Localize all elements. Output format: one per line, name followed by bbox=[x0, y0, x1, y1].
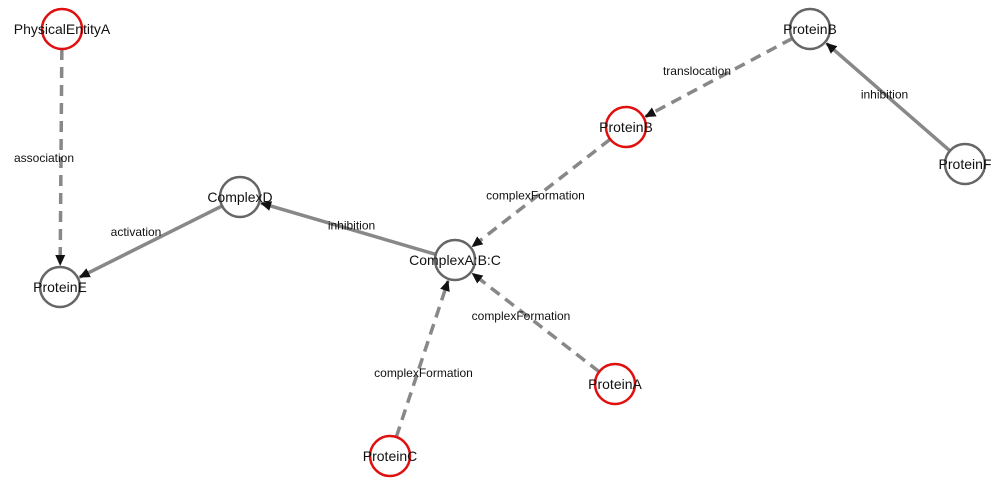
node-label: PhysicalEntityA bbox=[14, 21, 111, 37]
edge-proteinC-to-complexABC bbox=[394, 279, 450, 438]
edges-layer bbox=[55, 36, 952, 438]
node-physicalEntityA[interactable]: PhysicalEntityA bbox=[14, 7, 111, 51]
edge-proteinA-to-complexABC bbox=[471, 272, 601, 374]
node-proteinC[interactable]: ProteinC bbox=[363, 434, 417, 478]
node-circle[interactable] bbox=[218, 175, 262, 219]
node-label: ProteinB bbox=[783, 21, 837, 37]
node-proteinF[interactable]: ProteinF bbox=[939, 142, 992, 186]
node-circle[interactable] bbox=[40, 7, 84, 51]
node-proteinA[interactable]: ProteinA bbox=[588, 362, 643, 406]
node-circle[interactable] bbox=[38, 265, 82, 309]
node-complexABC[interactable]: ComplexA:B:C bbox=[409, 238, 501, 282]
node-label: ProteinA bbox=[588, 376, 642, 392]
node-complexD[interactable]: ComplexD bbox=[207, 175, 273, 219]
node-label: ProteinC bbox=[363, 448, 417, 464]
node-proteinE[interactable]: ProteinE bbox=[33, 265, 87, 309]
node-circle[interactable] bbox=[368, 434, 412, 478]
node-label: ComplexA:B:C bbox=[409, 252, 501, 268]
edge-label-activation: activation bbox=[111, 225, 162, 239]
node-label: ProteinF bbox=[939, 156, 992, 172]
node-label: ComplexD bbox=[207, 189, 272, 205]
edge-complexD-to-proteinE bbox=[78, 204, 223, 279]
edge-proteinB_red-to-complexABC bbox=[471, 137, 612, 248]
node-label: ProteinE bbox=[33, 279, 87, 295]
edge-proteinB_top-to-proteinB_red bbox=[644, 36, 794, 119]
edge-label-complexFormation: complexFormation bbox=[472, 309, 571, 323]
node-proteinB_top[interactable]: ProteinB bbox=[783, 7, 837, 51]
node-circle[interactable] bbox=[943, 142, 987, 186]
nodes-layer: PhysicalEntityA ProteinE ComplexD ComplexA:… bbox=[14, 7, 992, 478]
edge-label-complexFormation: complexFormation bbox=[374, 366, 473, 380]
edge-label-association: association bbox=[14, 151, 74, 165]
node-circle[interactable] bbox=[788, 7, 832, 51]
node-circle[interactable] bbox=[604, 105, 648, 149]
node-label: ProteinB bbox=[599, 119, 653, 135]
edge-label-inhibition: inhibition bbox=[328, 219, 375, 233]
edge-label-inhibition: inhibition bbox=[861, 88, 908, 102]
edge-physicalEntityA-to-proteinE bbox=[55, 48, 66, 267]
edge-proteinF-to-proteinB_top bbox=[825, 42, 952, 153]
node-circle[interactable] bbox=[593, 362, 637, 406]
edge-label-complexFormation: complexFormation bbox=[486, 189, 585, 203]
node-proteinB_red[interactable]: ProteinB bbox=[599, 105, 653, 149]
edge-label-translocation: translocation bbox=[663, 64, 731, 78]
node-circle[interactable] bbox=[433, 238, 477, 282]
edge-complexABC-to-complexD bbox=[260, 201, 437, 257]
edge-labels-layer: association activation inhibition complexFo… bbox=[14, 64, 908, 380]
